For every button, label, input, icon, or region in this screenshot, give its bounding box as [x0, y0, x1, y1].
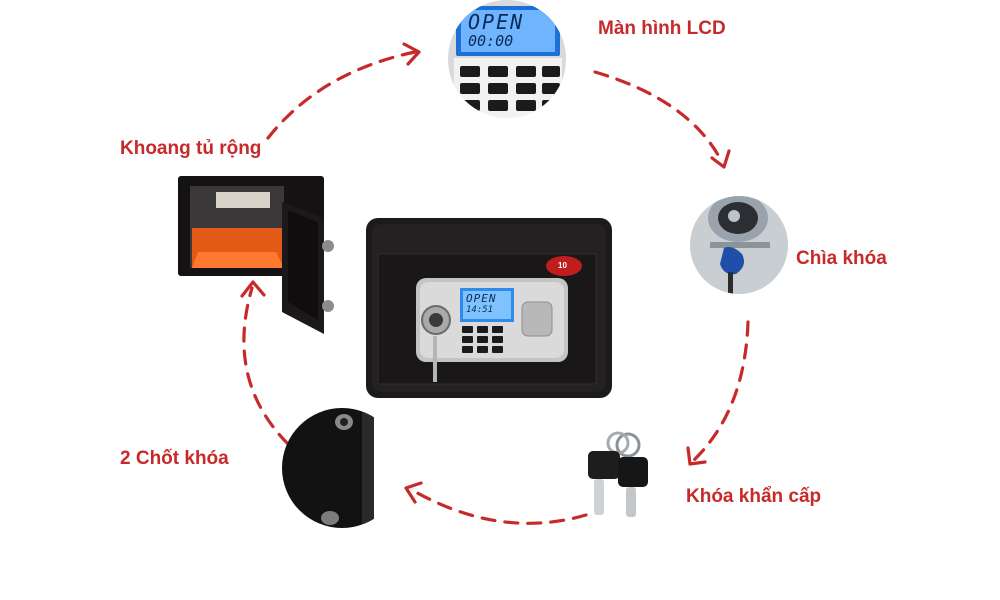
- key-closeup-image: [690, 196, 788, 294]
- arrowhead-bolts: [404, 481, 423, 504]
- arrow-lcd-to-key: [593, 70, 724, 164]
- arrow-cavity-to-lcd: [266, 50, 417, 140]
- emergency-keys-image: [574, 427, 672, 525]
- main-lcd-time-text: 14:51: [466, 305, 494, 315]
- lcd-time-text: 00:00: [468, 32, 514, 50]
- lcd-open-text: OPEN: [468, 10, 525, 34]
- open-safe-cavity-image: [178, 176, 334, 334]
- brand-badge-text: 10: [558, 261, 567, 270]
- arrowhead-cavity: [240, 280, 266, 298]
- arrow-key-to-emergency: [692, 320, 750, 462]
- arrowhead-key: [710, 149, 731, 169]
- label-lcd: Màn hình LCD: [598, 18, 726, 39]
- arrow-bolts-to-cavity: [242, 286, 290, 446]
- label-bolts: 2 Chốt khóa: [120, 448, 229, 469]
- arrowhead-lcd: [402, 42, 421, 66]
- label-cavity: Khoang tủ rộng: [120, 138, 262, 159]
- main-safe: OPEN 14:51 10: [366, 218, 612, 398]
- arrow-emergency-to-bolts: [410, 488, 588, 525]
- label-emergency: Khóa khẩn cấp: [686, 486, 822, 507]
- bolts-closeup-image: [282, 408, 402, 528]
- main-lcd-open-text: OPEN: [466, 292, 497, 305]
- arrowhead-emergency: [686, 446, 707, 466]
- lcd-closeup-image: OPEN 00:00: [448, 0, 566, 118]
- label-key: Chìa khóa: [796, 248, 887, 269]
